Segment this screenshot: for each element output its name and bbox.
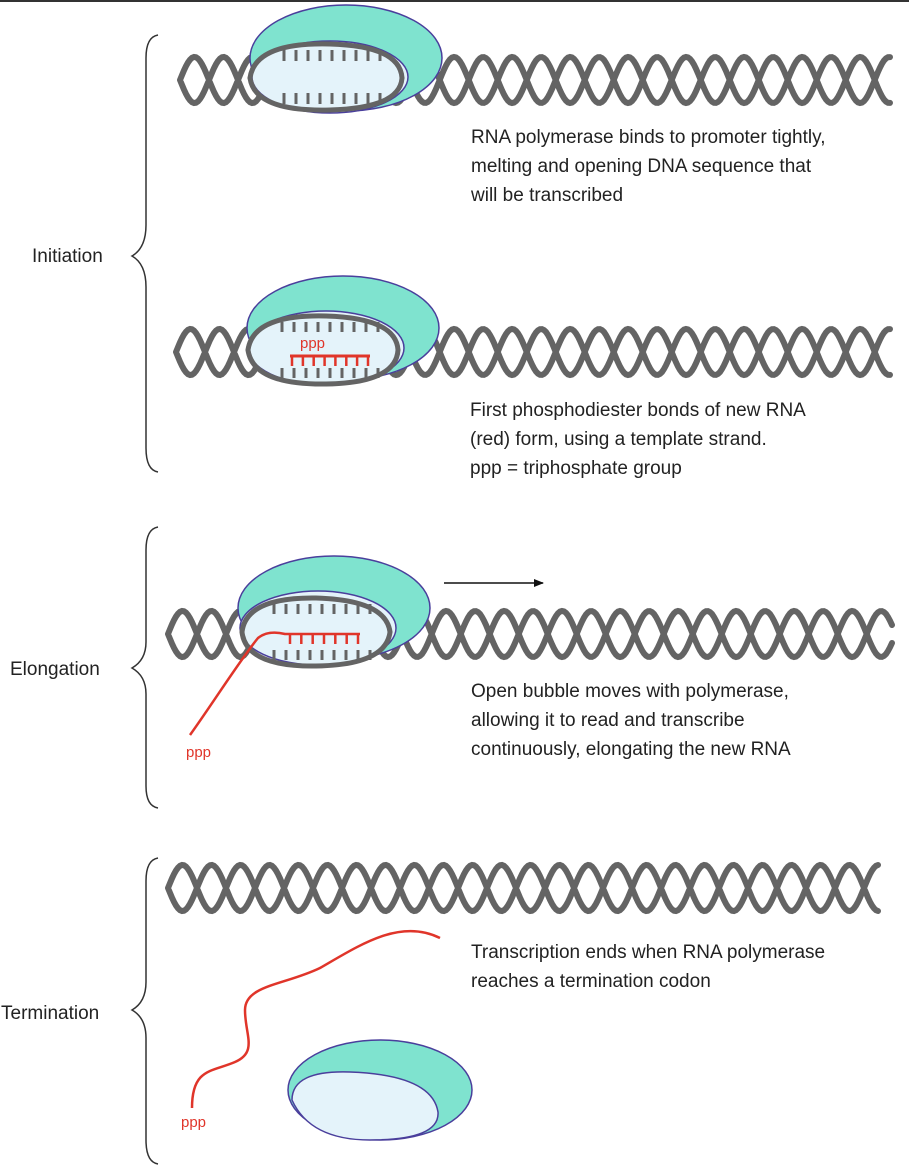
caption-line: First phosphodiester bonds of new RNA: [470, 400, 806, 421]
base-ticks: [280, 368, 380, 378]
caption-line: Open bubble moves with polymerase,: [471, 681, 789, 702]
new-rna-strand: [188, 631, 360, 736]
step2-illustration: ppp: [173, 275, 893, 387]
caption-line: Transcription ends when RNA polymerase: [471, 942, 825, 963]
rna-polymerase-inner: [291, 1071, 439, 1141]
termination-brace: [130, 857, 159, 1165]
ppp-label: ppp: [300, 335, 325, 352]
dna-helix: [387, 325, 893, 379]
caption-line: will be transcribed: [470, 185, 623, 206]
ppp-label: ppp: [181, 1114, 206, 1131]
step1-illustration: [177, 4, 893, 114]
dna-top-strand-open: [245, 313, 401, 353]
dna-helix: [165, 861, 881, 915]
step4-caption: Transcription ends when RNA polymerase r…: [471, 942, 830, 992]
step1-caption: RNA polymerase binds to promoter tightly…: [470, 127, 831, 206]
elongation-brace: [130, 526, 159, 809]
stage-label-elongation: Elongation: [10, 659, 100, 680]
caption-line: RNA polymerase binds to promoter tightly…: [471, 127, 825, 148]
initiation-brace: [130, 34, 159, 473]
step4-illustration: ppp: [165, 861, 881, 1141]
step3-caption: Open bubble moves with polymerase, allow…: [471, 681, 794, 760]
dna-helix: [387, 53, 893, 107]
step2-caption: First phosphodiester bonds of new RNA (r…: [470, 400, 810, 479]
caption-line: (red) form, using a template strand.: [470, 429, 767, 450]
rna-ticks: [290, 356, 370, 366]
caption-line: reaches a termination codon: [471, 971, 711, 992]
dna-helix: [379, 607, 895, 661]
base-ticks: [280, 322, 380, 332]
dna-top-strand-open: [239, 595, 393, 635]
base-ticks: [282, 93, 382, 104]
base-ticks: [272, 650, 372, 660]
dna-bottom-strand-open: [247, 75, 405, 113]
stage-label-initiation: Initiation: [32, 246, 103, 267]
step3-illustration: ppp: [165, 555, 895, 761]
rna-ticks: [288, 634, 360, 644]
caption-line: ppp = triphosphate group: [470, 458, 682, 479]
ppp-label: ppp: [186, 744, 211, 761]
dna-top-strand-open: [247, 41, 405, 81]
caption-line: melting and opening DNA sequence that: [471, 156, 812, 177]
base-ticks: [272, 604, 372, 614]
caption-line: allowing it to read and transcribe: [471, 710, 745, 731]
base-ticks: [282, 50, 382, 61]
dna-bottom-strand-open: [245, 347, 401, 387]
caption-line: continuously, elongating the new RNA: [471, 739, 791, 760]
stage-label-termination: Termination: [1, 1003, 99, 1024]
released-rna-strand: [190, 929, 441, 1109]
